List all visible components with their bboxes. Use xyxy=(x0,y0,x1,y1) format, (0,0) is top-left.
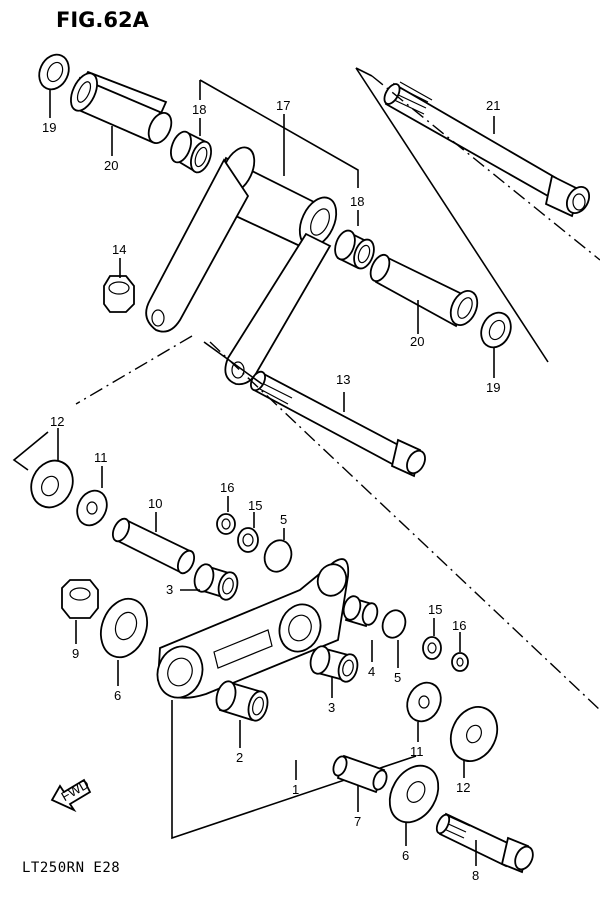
lever-1 xyxy=(156,558,350,699)
callout-5-upper: 5 xyxy=(280,512,287,527)
callout-9: 9 xyxy=(72,646,79,661)
callout-15-upper: 15 xyxy=(248,498,262,513)
nut-9 xyxy=(61,579,99,619)
bearing-18-upper xyxy=(170,130,212,174)
washer-11-upper xyxy=(76,489,108,527)
callout-3-right: 3 xyxy=(328,700,335,715)
callout-20-upper: 20 xyxy=(104,158,118,173)
callout-1: 1 xyxy=(292,782,299,797)
callout-7: 7 xyxy=(354,814,361,829)
callout-12-lower: 12 xyxy=(456,780,470,795)
callout-19-lower: 19 xyxy=(486,380,500,395)
callout-13: 13 xyxy=(336,372,350,387)
callout-5-lower: 5 xyxy=(394,670,401,685)
bearing-3-upper xyxy=(193,563,239,601)
bearing-3-right xyxy=(309,645,359,683)
nut-14 xyxy=(103,275,135,313)
cushion-lever-17 xyxy=(145,146,338,386)
callout-4: 4 xyxy=(368,664,375,679)
sleeve-10 xyxy=(111,517,196,575)
nut-16-upper xyxy=(216,513,236,535)
model-code: LT250RN E28 xyxy=(22,860,121,876)
washer-12-lower xyxy=(449,706,499,762)
callout-3-upper: 3 xyxy=(166,582,173,597)
callout-2: 2 xyxy=(236,750,243,765)
callout-6-upper: 6 xyxy=(114,688,121,703)
bearing-2 xyxy=(215,680,269,722)
sleeve-7 xyxy=(332,754,388,794)
callout-11-upper: 11 xyxy=(94,450,108,465)
fwd-arrow-icon xyxy=(50,778,92,813)
bushing-4 xyxy=(342,595,379,628)
callout-14: 14 xyxy=(112,242,126,257)
callout-17: 17 xyxy=(276,98,290,113)
figure-title: FIG.62A xyxy=(56,8,149,32)
o-ring-5-lower xyxy=(381,609,407,639)
callout-19-upper: 19 xyxy=(42,120,56,135)
washer-15-upper xyxy=(237,527,259,553)
bearing-18-lower xyxy=(334,229,375,270)
callout-6-lower: 6 xyxy=(402,848,409,863)
collar-6-upper xyxy=(100,597,148,659)
callout-18-upper: 18 xyxy=(192,102,206,117)
callout-20-lower: 20 xyxy=(410,334,424,349)
callout-16-lower: 16 xyxy=(452,618,466,633)
callout-8: 8 xyxy=(472,868,479,883)
sleeve-20-lower xyxy=(369,253,479,328)
washer-15-lower xyxy=(422,636,442,660)
bolt-13 xyxy=(250,370,426,478)
callout-10: 10 xyxy=(148,496,162,511)
sleeve-20-upper xyxy=(70,70,173,145)
callout-12-upper: 12 xyxy=(50,414,64,429)
washer-12-upper xyxy=(30,459,74,509)
washer-11-lower xyxy=(406,681,442,723)
o-ring-5-upper xyxy=(263,539,293,573)
callout-15-lower: 15 xyxy=(428,602,442,617)
seal-19-upper xyxy=(38,53,70,91)
collar-6-lower xyxy=(388,764,440,824)
nut-16-lower xyxy=(451,652,469,672)
bolt-21 xyxy=(383,81,591,218)
callout-11-lower: 11 xyxy=(410,744,424,759)
callout-21: 21 xyxy=(486,98,500,113)
bolt-8 xyxy=(435,812,534,874)
seal-19-lower xyxy=(480,311,512,349)
callout-18-lower: 18 xyxy=(350,194,364,209)
callout-16-upper: 16 xyxy=(220,480,234,495)
